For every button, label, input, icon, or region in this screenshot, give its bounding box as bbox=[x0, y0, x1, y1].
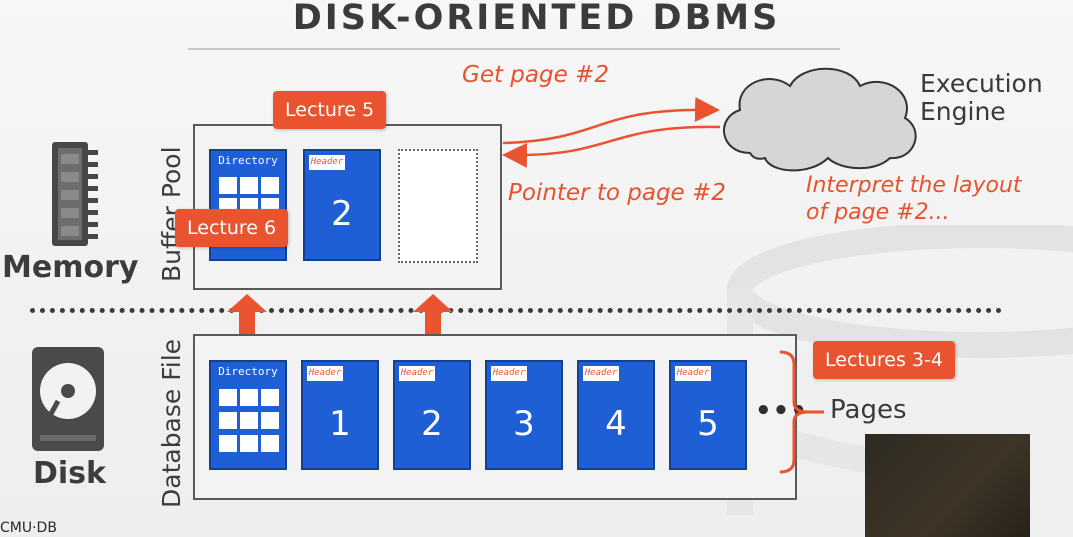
execution-engine-line1: Execution bbox=[920, 69, 1043, 98]
directory-label: Directory bbox=[218, 365, 278, 378]
lecture-5-badge: Lecture 5 bbox=[273, 91, 387, 129]
pointer-annotation: Pointer to page #2 bbox=[508, 180, 726, 206]
memory-label: Memory bbox=[2, 250, 139, 285]
slide-title: DISK-ORIENTED DBMS bbox=[292, 0, 781, 38]
interpret-line1: Interpret the layout bbox=[806, 173, 1022, 198]
request-arrows bbox=[502, 97, 721, 168]
hard-disk-icon bbox=[32, 347, 104, 451]
get-page-annotation: Get page #2 bbox=[462, 62, 609, 88]
disk-label: Disk bbox=[33, 456, 106, 491]
disk-page-1: Header 1 bbox=[301, 360, 379, 470]
memory-disk-divider bbox=[30, 308, 1002, 313]
page-header-label: Header bbox=[583, 366, 619, 381]
page-header-label: Header bbox=[307, 366, 343, 381]
page-header-label: Header bbox=[399, 366, 435, 381]
directory-label: Directory bbox=[218, 154, 278, 167]
video-screen-area bbox=[1030, 434, 1073, 537]
lecture-6-badge: Lecture 6 bbox=[175, 209, 289, 247]
page-header-label: Header bbox=[491, 366, 527, 381]
load-arrow-1 bbox=[227, 294, 267, 334]
memory-chip-icon bbox=[52, 142, 98, 246]
lectures-3-4-badge: Lectures 3-4 bbox=[813, 341, 955, 379]
pages-label: Pages bbox=[830, 395, 907, 425]
buffer-page-number: 2 bbox=[331, 194, 353, 235]
interpret-line2: of page #2... bbox=[806, 200, 950, 225]
disk-page-3: Header 3 bbox=[485, 360, 563, 470]
disk-page-number: 1 bbox=[329, 404, 351, 445]
pages-bracket bbox=[779, 350, 824, 474]
disk-page-5: Header 5 bbox=[669, 360, 747, 470]
disk-page-2: Header 2 bbox=[393, 360, 471, 470]
execution-engine-cloud-icon bbox=[723, 67, 917, 172]
cmu-db-logo: CMU·DB bbox=[0, 520, 57, 536]
empty-frame-slot bbox=[398, 149, 478, 263]
database-file-label: Database File bbox=[157, 338, 186, 508]
disk-page-number: 4 bbox=[605, 404, 627, 445]
disk-directory-page: Directory bbox=[209, 360, 287, 470]
title-divider bbox=[188, 48, 840, 50]
load-arrow-2 bbox=[413, 294, 453, 334]
buffer-page: Header 2 bbox=[303, 149, 381, 261]
disk-page-4: Header 4 bbox=[577, 360, 655, 470]
disk-page-number: 3 bbox=[513, 404, 535, 445]
interpret-annotation: Interpret the layout of page #2... bbox=[806, 172, 1022, 226]
disk-page-number: 2 bbox=[421, 404, 443, 445]
disk-page-number: 5 bbox=[697, 404, 719, 445]
page-header-label: Header bbox=[675, 366, 711, 381]
execution-engine-line2: Engine bbox=[920, 97, 1006, 126]
execution-engine-label: Execution Engine bbox=[920, 70, 1043, 126]
page-header-label: Header bbox=[309, 155, 345, 170]
